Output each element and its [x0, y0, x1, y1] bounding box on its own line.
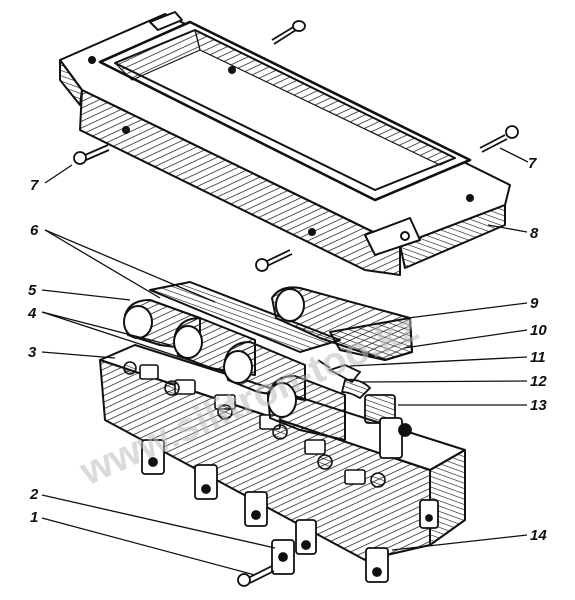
callout-13: 13	[530, 397, 547, 414]
callout-9: 9	[530, 295, 539, 312]
lug-2	[194, 464, 218, 500]
bottom-screw-and-plate	[237, 539, 295, 587]
callout-7-right: 7	[528, 155, 537, 172]
callout-4: 4	[27, 305, 37, 322]
lug-3	[244, 491, 268, 527]
callout-6: 6	[30, 222, 39, 239]
contact-springs	[317, 359, 412, 459]
lug-6	[419, 499, 439, 529]
callout-2: 2	[29, 486, 39, 503]
terminal-lugs	[141, 439, 439, 583]
callout-8: 8	[530, 225, 539, 242]
callout-7-left: 7	[30, 177, 39, 194]
leader-lines	[41, 147, 529, 576]
cover-frame	[59, 11, 511, 276]
relay-module-4	[267, 374, 346, 441]
contact-cavities	[123, 361, 386, 488]
lug-1	[141, 439, 165, 475]
callout-12: 12	[530, 373, 547, 390]
cover-screws	[73, 20, 519, 272]
lug-4	[295, 519, 317, 555]
callout-14: 14	[530, 527, 547, 544]
callout-11: 11	[530, 349, 546, 366]
relay-modules	[123, 281, 346, 441]
callout-labels: 1 2 3 4 5 6 7 7 8 9 10 11 12 13 14	[27, 155, 547, 544]
callout-5: 5	[28, 282, 37, 299]
detached-relay-module	[271, 286, 413, 361]
lug-5	[365, 547, 389, 583]
callout-10: 10	[530, 322, 547, 339]
screw-right	[479, 125, 519, 153]
screw-top	[271, 20, 306, 45]
callout-3: 3	[28, 344, 37, 361]
screw-left	[73, 144, 110, 165]
callout-1: 1	[30, 509, 38, 526]
screw-bottom	[255, 249, 293, 272]
